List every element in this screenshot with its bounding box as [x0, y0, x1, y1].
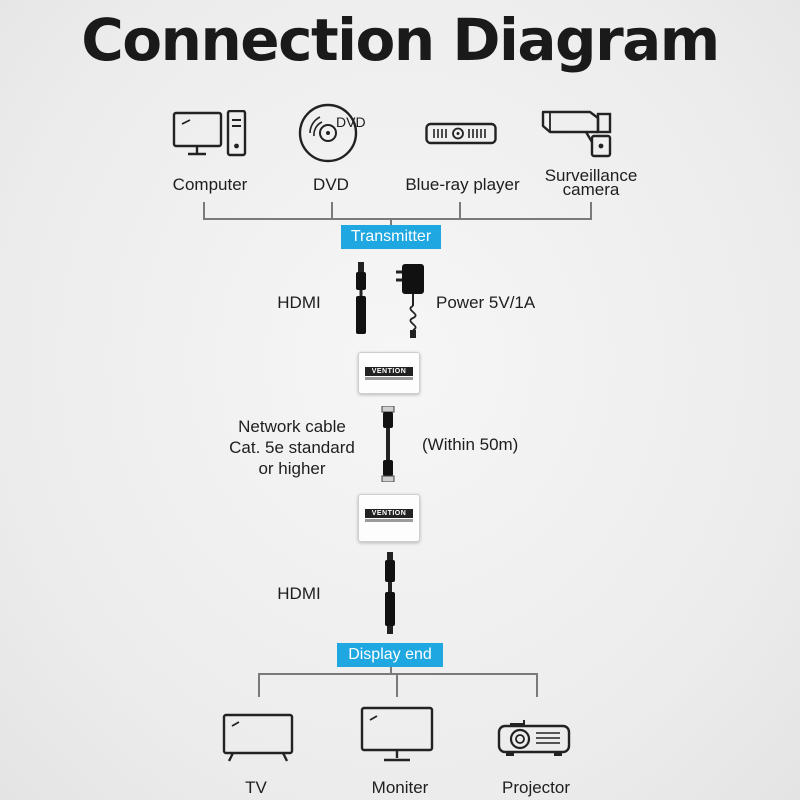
- display-end-badge: Display end: [337, 643, 443, 667]
- hdmi-label-top: HDMI: [277, 293, 321, 312]
- computer-label: Computer: [172, 175, 248, 194]
- network-label-line-1: Network cable: [238, 417, 346, 436]
- hdmi-cable-icon: [380, 552, 400, 636]
- network-label-line-2: Cat. 5e standard: [229, 438, 355, 457]
- monitor-icon: [360, 706, 434, 764]
- source-bracket-tick: [203, 202, 205, 219]
- tv-label: TV: [245, 778, 267, 797]
- computer-icon: [172, 110, 248, 158]
- hdmi-label-bottom: HDMI: [277, 584, 321, 603]
- projector-label: Projector: [501, 778, 571, 797]
- source-bracket-tick: [590, 202, 592, 219]
- surveillance-camera-label: Surveillance camera: [544, 166, 638, 199]
- output-bracket-line: [258, 673, 538, 675]
- projector-icon: [496, 716, 576, 760]
- source-bracket-tick: [459, 202, 461, 219]
- output-bracket-tick: [258, 673, 260, 697]
- dvd-icon-text: DVD: [336, 114, 366, 130]
- page-title: Connection Diagram: [81, 6, 720, 74]
- tv-icon: [221, 712, 295, 764]
- power-label: Power 5V/1A: [436, 293, 536, 312]
- monitor-label: Moniter: [371, 778, 429, 797]
- output-bracket-tick: [536, 673, 538, 697]
- dvd-label: DVD: [313, 175, 349, 194]
- distance-label: (Within 50m): [422, 435, 519, 454]
- device-model-stripe: [365, 377, 413, 380]
- network-label-line-3: or higher: [258, 459, 326, 478]
- transmitter-device: VENTION: [358, 352, 420, 394]
- source-bracket-stem: [390, 219, 392, 225]
- output-bracket-tick: [396, 673, 398, 697]
- device-brand: VENTION: [365, 509, 413, 518]
- network-cable-label: Network cable Cat. 5e standard or higher: [222, 416, 362, 479]
- power-adapter-icon: [394, 258, 428, 338]
- source-bracket-tick: [331, 202, 333, 219]
- source-bracket-line: [203, 218, 592, 220]
- transmitter-badge: Transmitter: [341, 225, 441, 249]
- hdmi-cable-icon: [351, 260, 371, 340]
- device-model-stripe: [365, 519, 413, 522]
- surveillance-camera-icon: [540, 106, 616, 162]
- network-cable-icon: [379, 406, 397, 482]
- blu-ray-player-label: Blue-ray player: [405, 175, 520, 194]
- receiver-device: VENTION: [358, 494, 420, 542]
- output-bracket-stem: [390, 667, 392, 674]
- blu-ray-player-icon: [425, 122, 497, 146]
- dvd-icon: [298, 102, 370, 164]
- device-brand: VENTION: [365, 367, 413, 376]
